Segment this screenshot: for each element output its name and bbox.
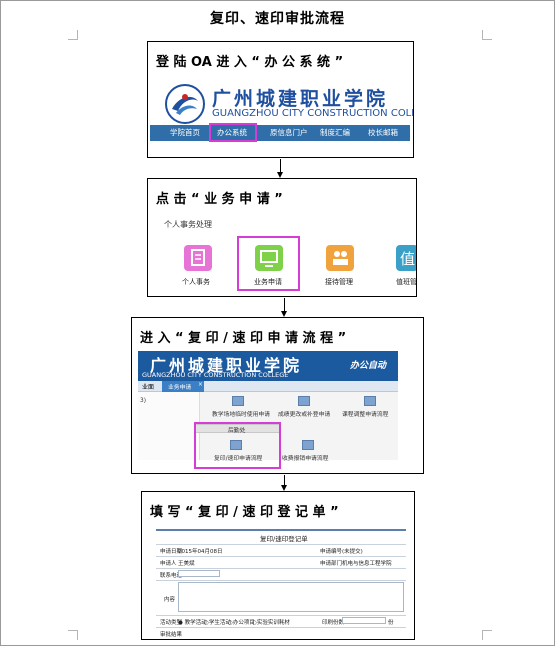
phone-input[interactable] xyxy=(178,570,220,577)
radio-teaching-label: 教学活动 xyxy=(184,620,207,626)
tab-business-apply-label: 业务申请 xyxy=(168,385,192,391)
form-title: 复印/速印登记单 xyxy=(260,535,308,543)
form-icon-4 xyxy=(230,440,242,450)
tab-business-apply[interactable] xyxy=(162,381,204,392)
corner-mark-bl xyxy=(68,630,78,640)
form-top-rule xyxy=(156,529,406,531)
label-review: 审批结果 xyxy=(160,632,183,638)
flow-item-expense[interactable]: 收费报销申请流程 xyxy=(282,456,329,462)
oa-site-name-cn: 广州城建职业学院 xyxy=(150,356,303,375)
form-icon-1 xyxy=(232,396,244,406)
corner-mark-br xyxy=(482,630,492,640)
highlight-office-system xyxy=(209,123,257,142)
radio-lab-label: 实验实训耗材 xyxy=(256,620,290,626)
value-department: 机电与信息工程学院 xyxy=(342,561,392,567)
tile-business-apply-label: 业务申请 xyxy=(254,278,282,286)
step-4-caption: 填 写 “ 复 印 / 速 印 登 记 单 ” xyxy=(150,505,339,520)
oa-system-name: 办公自动 xyxy=(350,361,387,371)
tab-home[interactable]: 业面 xyxy=(142,384,155,391)
document-title: 复印、速印审批流程 xyxy=(210,11,345,27)
tile-reception-icon[interactable] xyxy=(326,245,354,271)
oa-sidebar xyxy=(138,392,200,460)
tile-personal-affairs-label: 个人事务 xyxy=(182,278,210,286)
form-row-3 xyxy=(156,568,406,569)
label-copies: 印刷份数 xyxy=(322,620,345,626)
oa-header xyxy=(138,351,398,381)
flow-item-copy-print[interactable]: 复印/速印申请流程 xyxy=(214,456,263,462)
flow-item-venue[interactable]: 教学场地临时使用申请 xyxy=(212,412,270,418)
flow-item-course[interactable]: 课程调整申请流程 xyxy=(342,412,389,418)
radio-office[interactable]: ○办公项目 xyxy=(228,620,255,626)
label-applicant: 申请人 xyxy=(160,561,177,567)
value-apply-date: 2015年04月08日 xyxy=(178,549,223,555)
copies-unit: 份 xyxy=(388,620,394,626)
radio-teaching[interactable]: ● 教学活动 xyxy=(178,620,207,626)
radio-lab[interactable]: ○实验实训耗材 xyxy=(252,620,290,626)
label-department: 申请部门 xyxy=(320,561,343,567)
oa-tab-bar: 业面 xyxy=(138,381,398,392)
tile-business-apply-icon[interactable] xyxy=(255,245,283,271)
label-apply-no: 申请编号 xyxy=(320,549,343,555)
form-row-1 xyxy=(156,544,406,545)
value-apply-no: (未提交) xyxy=(342,549,363,555)
tab-close-icon[interactable]: × xyxy=(198,382,203,388)
college-logo-icon xyxy=(165,84,205,124)
radio-student-label: 学生活动 xyxy=(208,620,231,626)
nav-bar: 学院首页 办公系统 原信息门户 制度汇编 校长邮箱 xyxy=(150,125,410,141)
tile-duty-icon[interactable]: 值 xyxy=(396,245,416,271)
step-4-box: 填 写 “ 复 印 / 速 印 登 记 单 ” 复印/速印登记单 申请日期 20… xyxy=(141,491,415,640)
form-row-2 xyxy=(156,556,406,557)
form-icon-2 xyxy=(298,396,310,406)
step-3-caption: 进 入 “ 复 印 / 速 印 申 请 流 程 ” xyxy=(140,331,347,346)
tile-personal-affairs-icon[interactable] xyxy=(184,245,212,271)
content-textarea[interactable] xyxy=(178,582,404,612)
form-row-6 xyxy=(156,627,406,628)
corner-mark-tl xyxy=(68,30,78,40)
section-heading: 个人事务处理 xyxy=(164,220,212,229)
form-row-5 xyxy=(156,615,406,616)
svg-text:值: 值 xyxy=(400,250,415,268)
nav-item-president-mail[interactable]: 校长邮箱 xyxy=(368,128,398,137)
label-phone: 联系电话 xyxy=(160,573,183,579)
site-name-en: GUANGZHOU CITY CONSTRUCTION COLLEGE xyxy=(212,108,413,119)
label-activity-type: 活动类型 xyxy=(160,620,183,626)
highlight-copy-print xyxy=(194,422,281,469)
tile-duty-label: 值班管 xyxy=(396,278,417,286)
nav-item-home[interactable]: 学院首页 xyxy=(170,128,200,137)
nav-item-office-system[interactable]: 办公系统 xyxy=(217,128,247,137)
oa-site-name-en: GUANGZHOU CITY CONSTRUCTION COLLEGE xyxy=(142,371,289,379)
arrow-3 xyxy=(281,475,287,491)
step-2-caption: 点 击 “ 业 务 申 请 ” xyxy=(156,192,283,207)
flow-item-grade[interactable]: 成绩更改或补登申请 xyxy=(278,412,331,418)
nav-item-old-portal[interactable]: 原信息门户 xyxy=(270,128,308,137)
group-logistics-title: 后勤处 xyxy=(228,428,246,434)
tile-reception-label: 接待管理 xyxy=(325,278,353,286)
sidebar-text: 3) xyxy=(140,398,146,404)
nav-item-regulations[interactable]: 制度汇编 xyxy=(320,128,350,137)
step-2-box: 点 击 “ 业 务 申 请 ” 个人事务处理 个人事务 业务申请 接待管理 值 … xyxy=(147,178,417,297)
value-applicant: 王美斌 xyxy=(178,561,195,567)
step-3-box: 进 入 “ 复 印 / 速 印 申 请 流 程 ” 广州城建职业学院 GUANG… xyxy=(131,317,424,474)
site-name-cn: 广州城建职业学院 xyxy=(212,88,389,110)
radio-student[interactable]: ○学生活动 xyxy=(204,620,231,626)
form-icon-3 xyxy=(364,396,376,406)
step-1-caption: 登 陆 OA 进 入 “ 办 公 系 统 ” xyxy=(156,55,344,70)
form-row-4 xyxy=(156,580,406,581)
radio-office-label: 办公项目 xyxy=(232,620,255,626)
arrow-2 xyxy=(281,298,287,317)
copies-input[interactable] xyxy=(342,617,386,624)
label-content: 内容 xyxy=(164,597,176,603)
label-apply-date: 申请日期 xyxy=(160,549,183,555)
highlight-business-apply xyxy=(237,236,300,291)
arrow-1 xyxy=(277,159,283,178)
corner-mark-tr xyxy=(482,30,492,40)
form-icon-5 xyxy=(302,440,314,450)
step-1-box: 登 陆 OA 进 入 “ 办 公 系 统 ” 广州城建职业学院 GUANGZHO… xyxy=(147,41,414,158)
